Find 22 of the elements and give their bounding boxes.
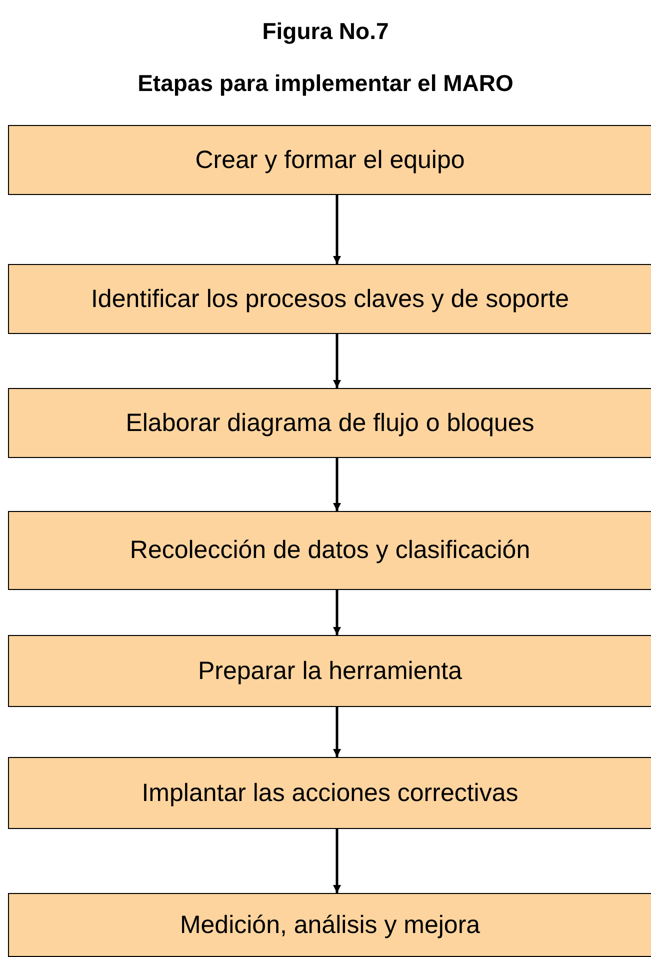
step-label: Crear y formar el equipo — [195, 146, 465, 174]
process-box — [8, 388, 651, 458]
step-label: Medición, análisis y mejora — [180, 910, 480, 940]
step-label: Preparar la herramienta — [198, 656, 462, 686]
process-box — [8, 264, 651, 334]
step-label: Identificar los procesos claves y de soporte — [90, 284, 569, 314]
arrow — [333, 458, 341, 511]
arrow — [333, 590, 341, 635]
figure-title: Figura No.7 — [261, 18, 390, 45]
process-box — [8, 893, 651, 957]
arrow — [333, 334, 341, 388]
arrow — [333, 707, 341, 757]
arrow — [333, 829, 341, 893]
step-label: Recolección de datos y clasificación — [130, 536, 530, 565]
figure-caption: Etapas para implementar el MARO — [136, 70, 514, 97]
process-box — [8, 635, 651, 707]
step-label: Implantar las acciones correctivas — [142, 778, 518, 808]
step-label: Elaborar diagrama de flujo o bloques — [126, 408, 534, 438]
process-box — [8, 511, 651, 590]
arrow — [333, 195, 341, 264]
process-box — [8, 125, 651, 195]
process-box — [8, 757, 651, 829]
